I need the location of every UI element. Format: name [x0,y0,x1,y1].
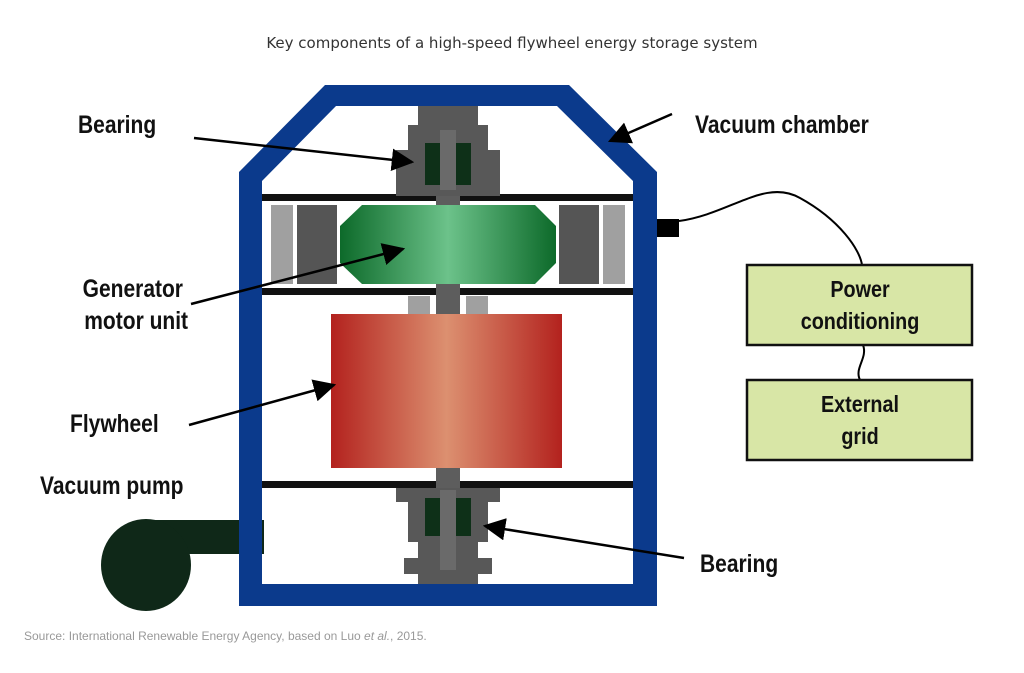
cable-to-power [678,191,863,266]
source-italic: et al. [364,629,391,643]
label-bearing-bottom: Bearing [700,549,778,577]
power-conditioning-line1: Power [830,277,890,303]
cable-power-grid [857,344,866,381]
top-bearing [396,106,500,196]
external-grid-line2: grid [841,424,878,450]
bottom-bearing [396,488,500,584]
arrow-flywheel [188,379,337,427]
label-vacuum-chamber: Vacuum chamber [695,110,869,138]
arrow-bearing-top [193,136,415,171]
label-flywheel: Flywheel [70,409,159,437]
source-prefix: Source: International Renewable Energy A… [24,629,365,643]
arrow-vacuum-chamber [607,112,673,144]
flywheel [331,314,562,468]
arrow-generator [190,243,406,306]
power-conditioning-box: Power conditioning [745,263,974,347]
external-grid-box: External grid [745,378,974,462]
power-conditioning-line2: conditioning [801,309,920,335]
support-right [466,296,488,314]
label-vacuum-pump: Vacuum pump [40,471,183,499]
external-grid-line1: External [821,392,899,418]
source-note: Source: International Renewable Energy A… [24,629,427,643]
cable-connector [657,219,679,237]
source-suffix: , 2015. [390,629,427,643]
support-left [408,296,430,314]
label-bearing-top: Bearing [78,110,156,138]
label-generator-line1: Generator [83,274,183,302]
label-generator-line2: motor unit [84,306,188,334]
generator-rotor [340,205,556,284]
diagram-title: Key components of a high-speed flywheel … [266,34,757,52]
arrow-bearing-bottom [482,518,685,560]
